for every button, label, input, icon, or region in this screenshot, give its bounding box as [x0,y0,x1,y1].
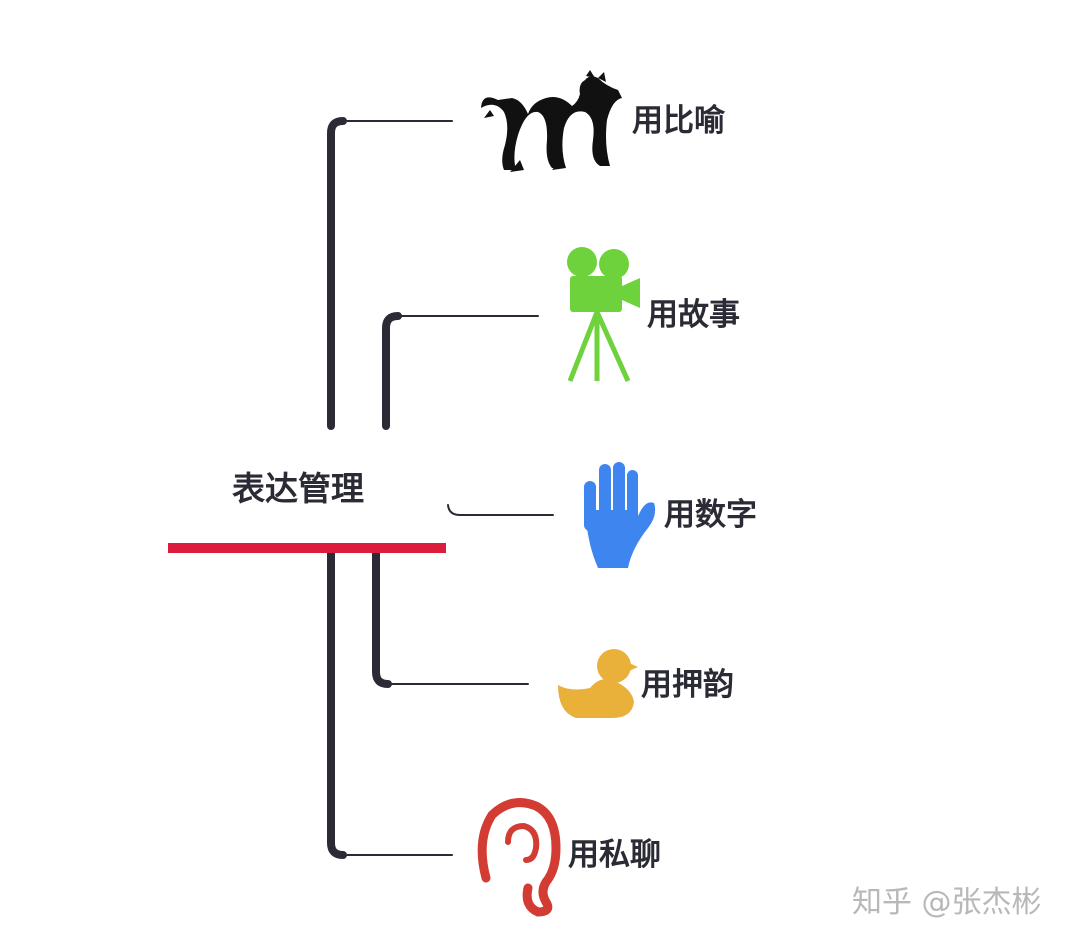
connector-2 [382,312,402,430]
connector-5 [327,546,347,859]
branch-label-rhyme: 用押韵 [641,667,734,703]
hand-icon [584,462,656,568]
connector-3 [447,504,554,516]
connectors [327,117,554,859]
movie-camera-icon [567,247,640,383]
watermark: 知乎 @张杰彬 [852,885,1042,920]
connector-1 [327,117,347,430]
duck-icon [558,649,638,718]
branch-label-metaphor: 用比喻 [632,103,725,139]
connector-4 [372,546,392,688]
center-underline [168,543,446,553]
branch-label-story: 用故事 [647,297,740,333]
ear-icon [477,798,561,917]
dragon-icon [481,70,622,172]
central-topic: 表达管理 [232,469,364,508]
branch-label-private-chat: 用私聊 [568,837,661,873]
branch-label-numbers: 用数字 [664,497,757,533]
